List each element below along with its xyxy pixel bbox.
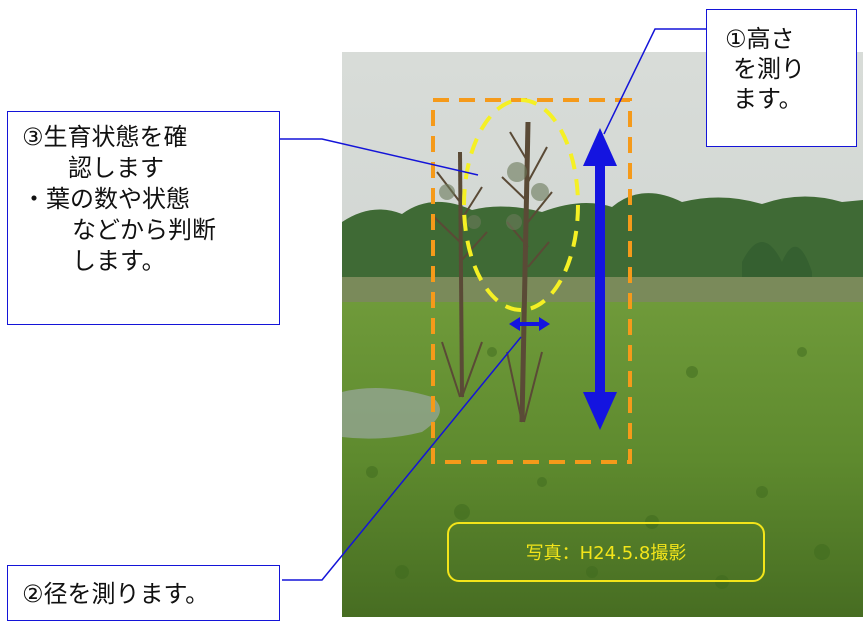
height-arrow (583, 128, 617, 430)
callout-growth-line3: ・葉の数や状態 (22, 185, 190, 213)
measurement-frame (431, 98, 632, 464)
callout-diameter: ②径を測ります。 (7, 565, 280, 621)
leader-height (603, 28, 706, 135)
callout-growth-line5: します。 (72, 247, 166, 275)
grass-texture (366, 347, 830, 589)
crown-ellipse (462, 98, 580, 312)
callout-height-line2: を測り (733, 55, 805, 83)
callout-growth-line4: などから判断 (72, 216, 216, 244)
puddle (342, 388, 440, 439)
callout-diameter-text: ②径を測ります。 (22, 580, 210, 608)
callout-growth-line2: 認します (68, 154, 164, 182)
diameter-arrow (509, 317, 550, 331)
callout-growth: ③生育状態を確 認します ・葉の数や状態 などから判断 します。 (7, 111, 280, 325)
leader-diameter (282, 336, 522, 581)
callout-height-line1: ①高さ (725, 25, 795, 53)
leader-growth (280, 138, 479, 176)
photo-caption: 写真：H24.5.8撮影 (447, 522, 765, 582)
tree-foliage (439, 162, 549, 230)
callout-height-line3: ます。 (733, 85, 803, 113)
callout-height: ①高さ を測り ます。 (706, 9, 857, 147)
callout-growth-line1: ③生育状態を確 (22, 123, 188, 151)
